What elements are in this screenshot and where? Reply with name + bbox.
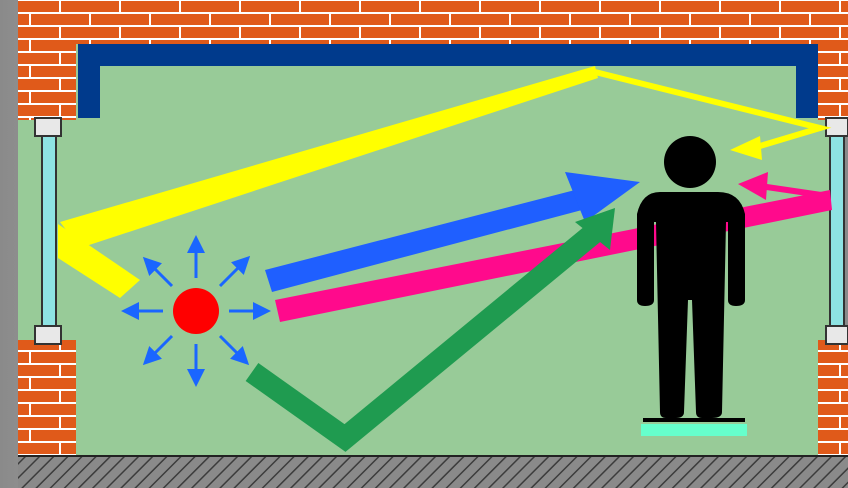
window-right — [826, 118, 848, 344]
window-frame-top — [826, 118, 848, 136]
brick-ceiling — [18, 0, 848, 44]
floor-mat — [641, 424, 747, 436]
brick-wall-right-upper — [818, 40, 848, 120]
heat-source — [124, 238, 268, 384]
window-frame-bottom — [35, 326, 61, 344]
red-dot-icon — [173, 288, 219, 334]
brick-wall-right-lower — [818, 340, 848, 458]
floor-hatched — [18, 456, 848, 488]
floor-plate — [643, 418, 745, 422]
brick-wall-left-lower — [18, 340, 76, 458]
window-frame-bottom — [826, 326, 848, 344]
window-frame-top — [35, 118, 61, 136]
brick-wall-left-upper — [18, 40, 76, 120]
